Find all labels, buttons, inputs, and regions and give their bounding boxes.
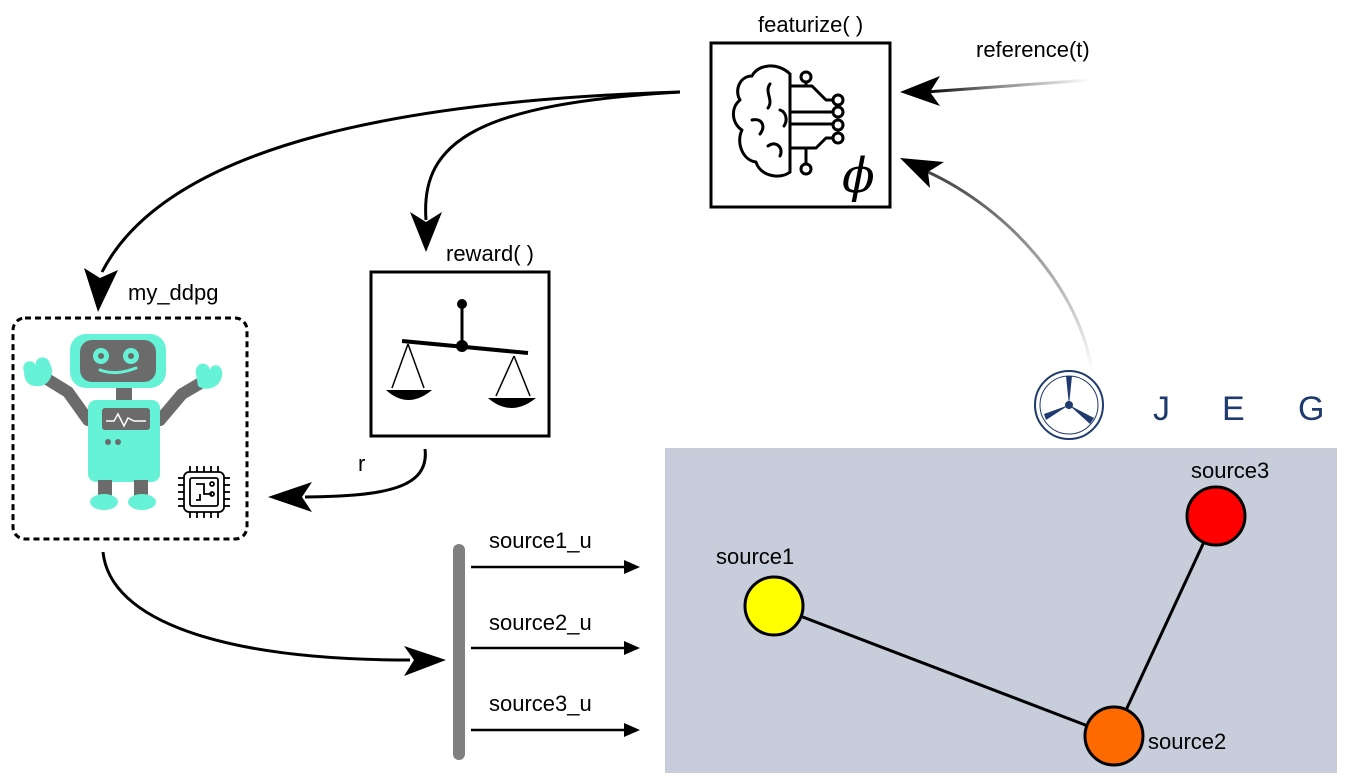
reference-arrowhead xyxy=(900,76,940,106)
reward-label: reward( ) xyxy=(446,241,534,266)
action-label-source3: source3_u xyxy=(489,691,592,716)
node-label-source1: source1 xyxy=(716,544,794,569)
logo-letter-j: J xyxy=(1153,390,1170,428)
node-source2[interactable] xyxy=(1083,705,1145,767)
agent-to-bus-arrow xyxy=(101,551,411,662)
action-arrow-2 xyxy=(471,641,640,655)
reference-arrow xyxy=(925,78,1091,94)
reward-to-agent-arrowhead xyxy=(268,482,312,512)
phi-symbol: ϕ xyxy=(842,148,875,204)
chip-icon xyxy=(178,466,230,518)
line-source2-source3 xyxy=(1112,515,1218,737)
featurize-to-reward-arrow xyxy=(424,90,681,221)
node-label-source2: source2 xyxy=(1148,729,1226,754)
action-label-source1: source1_u xyxy=(489,528,592,553)
featurize-block[interactable] xyxy=(709,41,892,209)
node-label-source3: source3 xyxy=(1191,458,1269,483)
brain-circuit-icon xyxy=(732,64,845,178)
line-source1-source2 xyxy=(773,604,1115,738)
node-source3[interactable] xyxy=(1185,485,1247,547)
state-feedback-arrow xyxy=(927,170,1094,373)
reward-to-agent-arrow xyxy=(304,448,427,499)
balance-scale-icon xyxy=(386,299,536,408)
state-feedback-arrowhead xyxy=(900,158,944,188)
action-arrow-1 xyxy=(471,560,640,574)
action-arrow-3 xyxy=(471,723,640,737)
logo-letter-e: E xyxy=(1222,390,1245,428)
turbine-logo-icon xyxy=(1034,370,1104,440)
featurize-label: featurize( ) xyxy=(758,12,863,37)
node-source1[interactable] xyxy=(743,575,805,637)
featurize-to-agent-arrow xyxy=(100,90,681,273)
featurize-to-reward-arrowhead xyxy=(410,212,442,252)
robot-icon xyxy=(23,334,223,510)
reward-signal-label: r xyxy=(358,451,365,476)
featurize-to-agent-arrowhead xyxy=(84,268,118,312)
logo-letter-g: G xyxy=(1298,390,1324,428)
agent-to-bus-arrowhead xyxy=(404,646,446,676)
action-label-source2: source2_u xyxy=(489,610,592,635)
agent-label: my_ddpg xyxy=(128,280,219,305)
reference-label: reference(t) xyxy=(976,37,1090,62)
